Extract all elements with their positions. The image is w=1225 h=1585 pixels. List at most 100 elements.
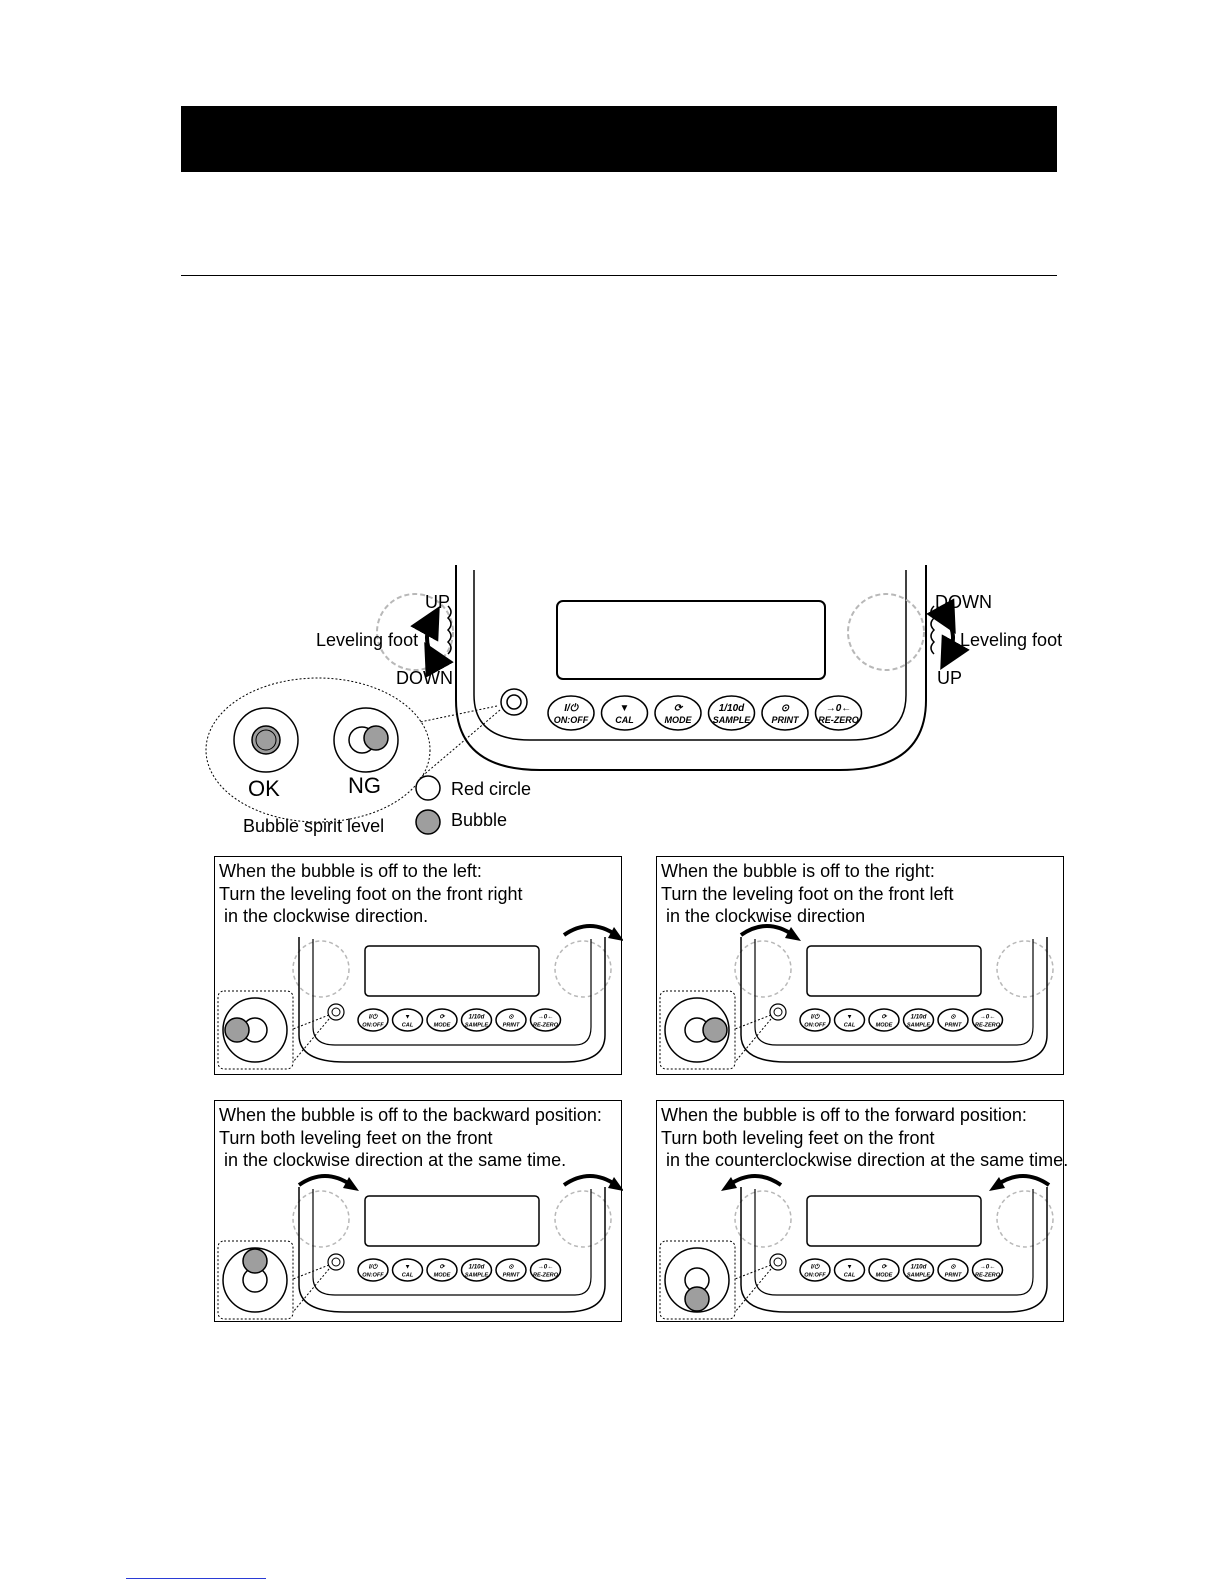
right-knob — [996, 940, 1054, 998]
button-label: PRINT — [772, 715, 801, 725]
display-window — [364, 1195, 540, 1247]
button-label: MODE — [665, 715, 693, 725]
right-knob — [554, 1190, 612, 1248]
zero-icon: →0← — [538, 1264, 554, 1271]
button-label: RE-ZERO — [975, 1273, 1001, 1279]
button-re-zero[interactable]: →0← RE-ZERO — [529, 1258, 562, 1282]
button-label: PRINT — [503, 1023, 520, 1029]
clockwise-arrow-icon — [739, 924, 795, 937]
balance-level-diagram: UP Leveling foot DOWN DOWN Leveling foot… — [205, 565, 1062, 836]
level-bubble-right — [664, 997, 730, 1063]
panel-bubble-right: When the bubble is off to the right: Tur… — [656, 856, 1064, 1075]
spirit-level-caption: Bubble spirit level — [243, 816, 384, 836]
right-down-label: DOWN — [935, 592, 992, 612]
balance-body-outline — [455, 565, 927, 771]
panel-diagram: I/⏻ON:OFF▼CAL⟳MODE1/10dSAMPLE⊙PRINT→0←RE… — [659, 1174, 1054, 1320]
button-print[interactable]: ⊙PRINT — [937, 1008, 969, 1032]
button-re-zero[interactable]: →0←RE-ZERO — [971, 1258, 1004, 1282]
button-on-off[interactable]: I/⏻ON:OFF — [799, 1008, 831, 1032]
button-label: CAL — [844, 1273, 856, 1279]
button-label: RE-ZERO — [533, 1273, 559, 1279]
panel-bubble-forward: When the bubble is off to the forward po… — [656, 1100, 1068, 1322]
button-mode[interactable]: ⟳MODE — [868, 1258, 900, 1282]
clockwise-arrow-icon — [562, 1174, 618, 1187]
display-window — [806, 945, 982, 997]
button-print[interactable]: ⊙ PRINT — [495, 1008, 527, 1032]
device-spirit-level — [769, 1253, 787, 1271]
button-mode[interactable]: ⟳MODE — [426, 1008, 458, 1032]
button-label: SAMPLE — [907, 1273, 931, 1279]
left-foot-updown-arrow — [410, 606, 454, 678]
panel-bubble-left: When the bubble is off to the left: Turn… — [214, 856, 623, 1075]
print-icon: ⊙ — [508, 1014, 514, 1021]
device-spirit-level — [769, 1003, 787, 1021]
device-spirit-level — [500, 688, 528, 716]
button-on-off[interactable]: I/⏻ON:OFF — [357, 1258, 389, 1282]
button-on-off[interactable]: I/⏻ON:OFF — [547, 695, 595, 731]
button-print[interactable]: ⊙PRINT — [761, 695, 809, 731]
button-print[interactable]: ⊙PRINT — [937, 1258, 969, 1282]
button-cal[interactable]: ▼ CAL — [391, 1258, 424, 1282]
button-cal[interactable]: ▼CAL — [391, 1008, 424, 1032]
button-cal[interactable]: ▼CAL — [833, 1008, 866, 1032]
button-top-label: 1/10d — [469, 1014, 485, 1021]
left-knob — [292, 940, 350, 998]
button-cal[interactable]: ▼CAL — [600, 695, 649, 731]
button-top-label: 1/10d — [911, 1264, 927, 1271]
print-icon: ⊙ — [950, 1014, 956, 1021]
counterclockwise-arrow-icon — [727, 1174, 783, 1187]
footer-link-underline — [126, 1578, 266, 1579]
button-label: ON:OFF — [554, 715, 589, 725]
down-triangle-icon: ▼ — [404, 1264, 410, 1271]
button-re-zero[interactable]: →0←RE-ZERO — [814, 695, 863, 731]
button-print[interactable]: ⊙PRINT — [495, 1258, 527, 1282]
display-window — [556, 600, 826, 680]
power-icon: I/⏻ — [811, 1014, 820, 1021]
level-bubble-bottom — [664, 1247, 730, 1313]
bubble-legend-label: Bubble — [451, 810, 507, 830]
button-label: MODE — [876, 1023, 893, 1029]
cycle-icon: ⟳ — [881, 1014, 887, 1021]
left-down-label: DOWN — [396, 668, 453, 688]
button-re-zero[interactable]: →0← RE-ZERO — [529, 1008, 562, 1032]
button-label: CAL — [402, 1023, 414, 1029]
button-re-zero[interactable]: →0←RE-ZERO — [971, 1008, 1004, 1032]
button-mode[interactable]: ⟳MODE — [426, 1258, 458, 1282]
cycle-icon: ⟳ — [674, 703, 684, 714]
panel-instructions: When the bubble is off to the forward po… — [661, 1105, 1069, 1170]
left-knob — [734, 1190, 792, 1248]
button-cal[interactable]: ▼CAL — [833, 1258, 866, 1282]
button-on-off[interactable]: I/⏻ON:OFF — [357, 1008, 389, 1032]
section-header-bar — [181, 106, 1057, 172]
ok-label: OK — [248, 776, 280, 801]
spirit-level-callout — [217, 990, 294, 1070]
right-leveling-knob — [847, 593, 936, 671]
right-leveling-foot-label: Leveling foot — [960, 630, 1062, 650]
print-icon: ⊙ — [508, 1264, 514, 1271]
display-window — [364, 945, 540, 997]
power-icon: I/⏻ — [811, 1264, 820, 1271]
button-on-off[interactable]: I/⏻ON:OFF — [799, 1258, 831, 1282]
button-label: CAL — [402, 1273, 414, 1279]
button-mode[interactable]: ⟳ MODE — [868, 1008, 900, 1032]
print-icon: ⊙ — [781, 703, 790, 714]
balance-front-panel-outline — [473, 570, 907, 741]
right-foot-updown-arrow — [926, 598, 970, 670]
print-icon: ⊙ — [950, 1264, 956, 1271]
button-label: RE-ZERO — [533, 1023, 559, 1029]
button-label: CAL — [844, 1023, 856, 1029]
zero-icon: →0← — [538, 1014, 554, 1021]
panel-instructions: When the bubble is off to the right: Tur… — [661, 861, 954, 926]
zero-icon: →0← — [826, 703, 852, 714]
button-mode[interactable]: ⟳MODE — [654, 695, 702, 731]
button-label: MODE — [434, 1273, 451, 1279]
button-label: RE-ZERO — [975, 1023, 1001, 1029]
